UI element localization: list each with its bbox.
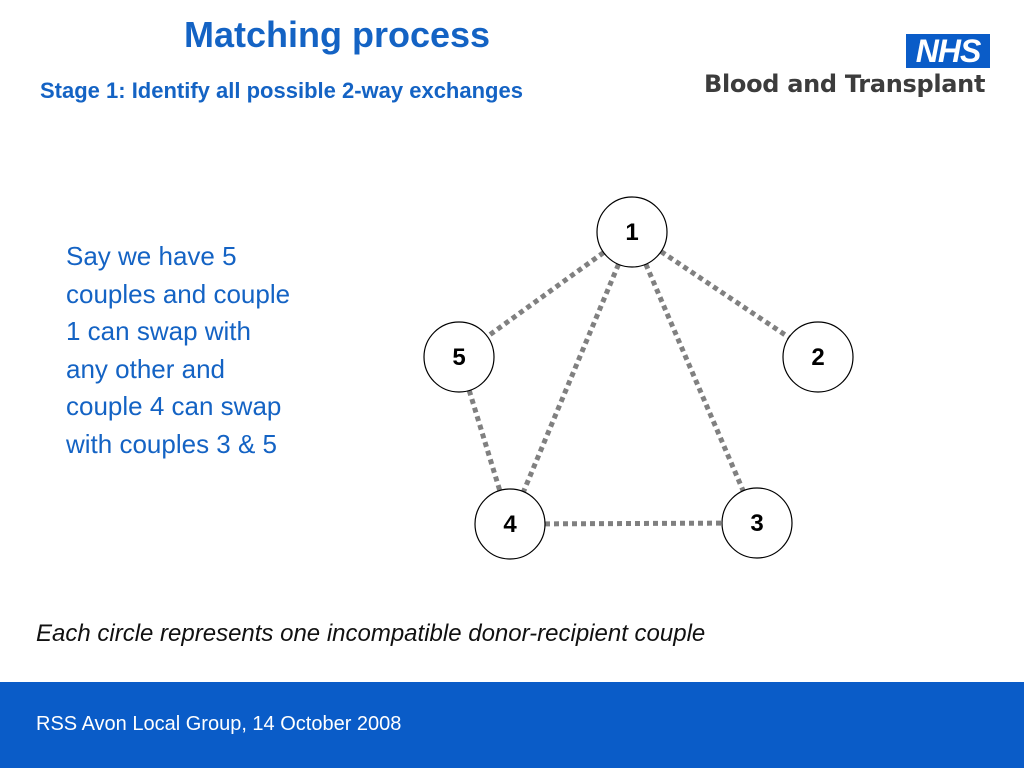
footer-text: RSS Avon Local Group, 14 October 2008 <box>36 713 402 735</box>
node-label: 4 <box>503 511 517 538</box>
edges-group <box>466 249 791 527</box>
node-circle <box>782 321 854 393</box>
slide-subtitle: Stage 1: Identify all possible 2-way exc… <box>40 78 523 103</box>
node-circle <box>474 488 546 560</box>
node-label: 5 <box>452 344 465 371</box>
node-label: 3 <box>750 510 763 537</box>
edge-1-4 <box>521 263 621 493</box>
edge-1-2 <box>659 249 791 340</box>
node-1: 1 <box>596 196 668 268</box>
node-label: 1 <box>625 219 638 246</box>
nhs-logo: NHS <box>906 34 990 68</box>
node-circle <box>423 321 495 393</box>
nodes-group: 1 2 3 4 5 <box>423 196 854 560</box>
node-2: 2 <box>782 321 854 393</box>
node-label: 2 <box>811 344 824 371</box>
diagram-caption: Each circle represents one incompatible … <box>36 620 706 647</box>
node-5: 5 <box>423 321 495 393</box>
node-circle <box>721 487 793 559</box>
organisation-name: Blood and Transplant <box>704 70 986 98</box>
explanation-text: Say we have 5 couples and couple 1 can s… <box>66 241 291 459</box>
edge-1-5 <box>485 250 606 339</box>
footer-bar <box>0 682 1024 768</box>
node-circle <box>596 196 668 268</box>
edge-4-3 <box>544 520 723 527</box>
node-3: 3 <box>721 487 793 559</box>
edge-5-4 <box>466 389 503 492</box>
slide-title: Matching process <box>184 14 491 55</box>
node-4: 4 <box>474 488 546 560</box>
